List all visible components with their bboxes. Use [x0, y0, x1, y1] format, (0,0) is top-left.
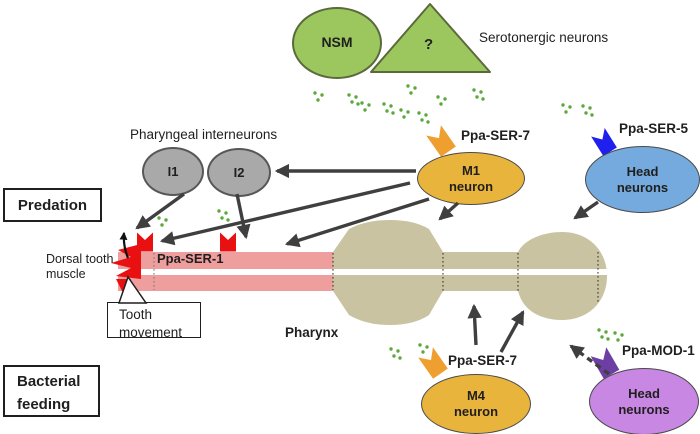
serotonin-dot: [426, 120, 430, 124]
serotonin-dot: [568, 105, 572, 109]
serotonin-dot: [226, 218, 230, 222]
m1-neuron-label: M1 neuron: [448, 162, 494, 194]
m1-neuron: M1 neuron: [417, 152, 525, 205]
serotonin-dot: [382, 102, 386, 106]
ppa-ser7-m1-label: Ppa-SER-7: [461, 128, 531, 143]
tooth-movement-box: Tooth movement: [107, 302, 201, 340]
ser7-receptor-icon-m4: [418, 347, 448, 379]
serotonin-dot: [406, 110, 410, 114]
serotonin-dot: [347, 93, 351, 97]
serotonin-dot: [439, 102, 443, 106]
m4-neuron-label: M4 neuron: [453, 388, 499, 419]
i1-label: I1: [167, 163, 179, 179]
ser5-receptor-icon: [591, 128, 617, 156]
serotonin-dot: [367, 103, 371, 107]
serotonin-dot: [561, 103, 565, 107]
serotonin-dot: [590, 113, 594, 117]
unknown-neuron-label: ?: [424, 36, 434, 53]
ppa-mod1-label: Ppa-MOD-1: [622, 343, 695, 358]
ppa-ser1-label: Ppa-SER-1: [157, 251, 224, 266]
serotonin-dot: [409, 91, 413, 95]
serotonin-dot: [398, 356, 402, 360]
pharynx-lumen-line: [118, 269, 608, 275]
serotonin-dot: [160, 223, 164, 227]
nsm-label: NSM: [321, 34, 353, 51]
serotonin-dot: [406, 84, 410, 88]
serotonin-dot: [620, 333, 624, 337]
ppa-ser7-m4-label: Ppa-SER-7: [448, 353, 518, 368]
serotonin-dot: [224, 211, 228, 215]
serotonin-dot: [354, 95, 358, 99]
pharyngeal-interneurons-label: Pharyngeal interneurons: [130, 127, 278, 142]
pharynx-section-dividers: [153, 252, 599, 303]
serotonin-dot: [413, 86, 417, 90]
serotonin-dot: [313, 91, 317, 95]
bacterial-feeding-box: Bacterial feeding: [3, 365, 100, 417]
ser1-receptor-icon-left: [137, 232, 153, 252]
i2-interneuron: I2: [207, 148, 271, 197]
ser7-receptor-icon-m1: [426, 125, 456, 157]
m4-neuron: M4 neuron: [421, 374, 531, 434]
predation-label: Predation: [17, 196, 88, 214]
head-neurons-bottom-label: Head neurons: [618, 385, 670, 417]
serotonin-dot: [350, 100, 354, 104]
serotonin-dot: [396, 349, 400, 353]
serotonin-dot: [220, 216, 224, 220]
serotonin-dot: [316, 98, 320, 102]
serotonin-dot: [613, 331, 617, 335]
serotonin-dot: [356, 102, 360, 106]
serotonin-dot: [443, 97, 447, 101]
dorsal-tooth-muscle-label: Dorsal tooth muscle: [46, 252, 114, 282]
unknown-neuron-triangle: [370, 3, 491, 73]
pharynx-terminal-bulb: [518, 232, 607, 320]
serotonin-dot: [389, 347, 393, 351]
head-neurons-top: Head neurons: [585, 146, 700, 213]
serotonin-dot: [320, 93, 324, 97]
serotonin-dot: [389, 104, 393, 108]
tooth-movement-label: Tooth movement: [119, 307, 183, 340]
serotonin-dot: [588, 106, 592, 110]
serotonin-dot: [391, 111, 395, 115]
serotonin-dot: [360, 101, 364, 105]
head-neurons-top-label: Head neurons: [616, 163, 669, 195]
serotonin-dot: [479, 90, 483, 94]
head-neurons-bottom: Head neurons: [589, 368, 699, 434]
serotonin-dot: [425, 345, 429, 349]
serotonin-dot: [584, 111, 588, 115]
ppa-ser5-label: Ppa-SER-5: [619, 121, 689, 136]
serotonin-dot: [606, 337, 610, 341]
serotonin-dot: [418, 343, 422, 347]
serotonin-dot: [402, 115, 406, 119]
serotonin-dot: [581, 104, 585, 108]
serotonin-dot: [472, 88, 476, 92]
serotonin-dot: [424, 113, 428, 117]
serotonin-dot: [157, 216, 161, 220]
serotonergic-group-label: Serotonergic neurons: [479, 30, 609, 45]
serotonin-dot: [597, 328, 601, 332]
nsm-neuron: NSM: [292, 7, 382, 79]
serotonin-dot: [436, 95, 440, 99]
serotonin-dot: [600, 335, 604, 339]
serotonin-dot: [421, 350, 425, 354]
serotonin-dot: [564, 110, 568, 114]
bacterial-feeding-label: Bacterial feeding: [17, 373, 81, 414]
serotonin-dot: [604, 330, 608, 334]
serotonin-dot: [616, 338, 620, 342]
serotonin-dot: [420, 118, 424, 122]
predation-box: Predation: [3, 188, 102, 222]
serotonin-dot: [217, 209, 221, 213]
serotonin-dot: [475, 95, 479, 99]
ser1-receptor-icon-right: [220, 232, 236, 252]
i2-label: I2: [233, 164, 245, 180]
serotonin-dot: [385, 109, 389, 113]
serotonin-dot: [481, 97, 485, 101]
serotonin-dot: [392, 354, 396, 358]
pharynx-label: Pharynx: [285, 325, 339, 340]
serotonin-dot: [164, 218, 168, 222]
serotonin-dot: [417, 111, 421, 115]
serotonin-dot: [399, 108, 403, 112]
serotonin-dot: [363, 108, 367, 112]
i1-interneuron: I1: [142, 147, 204, 196]
